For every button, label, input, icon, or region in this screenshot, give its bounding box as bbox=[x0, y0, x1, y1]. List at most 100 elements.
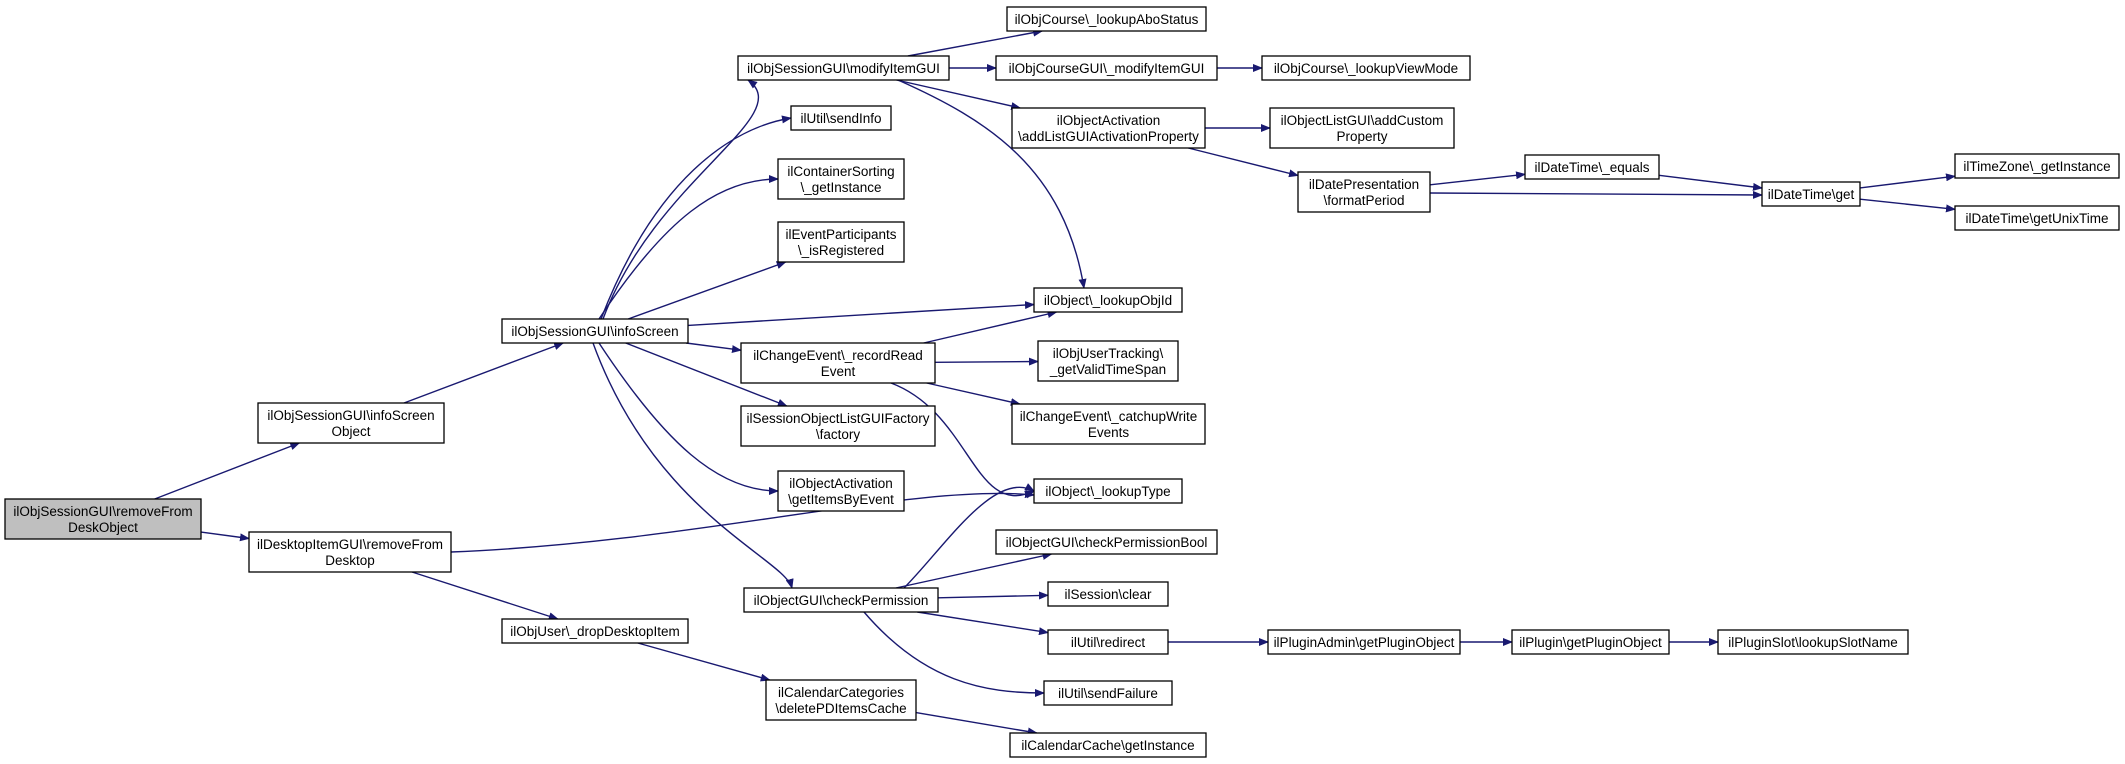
node-box bbox=[1269, 107, 1455, 149]
node-box bbox=[743, 587, 939, 613]
node-box bbox=[790, 105, 892, 131]
edge-arrow bbox=[625, 342, 788, 407]
graph-node[interactable]: ilObjectGUI\checkPermission bbox=[743, 587, 939, 613]
edge-n2-n20 bbox=[450, 490, 1035, 553]
graph-node[interactable]: ilObject\_lookupType bbox=[1033, 478, 1183, 504]
edge-arrow bbox=[154, 442, 301, 500]
graph-node[interactable]: ilSession\clear bbox=[1047, 581, 1169, 607]
graph-node[interactable]: ilObjCourseGUI\_modifyItemGUI bbox=[995, 55, 1218, 81]
node-label: ilObject\_lookupObjId bbox=[1044, 293, 1172, 308]
node-label: ilPlugin\getPluginObject bbox=[1519, 635, 1662, 650]
node-label: ilObjSessionGUI\modifyItemGUI bbox=[747, 61, 940, 76]
node-label: ilDateTime\_equals bbox=[1534, 160, 1649, 175]
graph-node[interactable]: ilObjUserTracking\_getValidTimeSpan bbox=[1037, 340, 1179, 382]
edge-arrow bbox=[934, 357, 1039, 366]
node-box bbox=[1954, 153, 2120, 179]
node-label: ilCalendarCategories bbox=[778, 685, 904, 700]
edge-arrow bbox=[411, 571, 559, 621]
node-box bbox=[501, 618, 689, 644]
edge-n12-n20 bbox=[903, 483, 1035, 589]
graph-node[interactable]: ilUtil\sendInfo bbox=[790, 105, 892, 131]
edge-arrow bbox=[890, 382, 1035, 499]
node-box bbox=[1267, 629, 1461, 655]
graph-node[interactable]: ilDateTime\getUnixTime bbox=[1954, 205, 2120, 231]
node-box bbox=[765, 679, 917, 721]
edge-arrow bbox=[926, 382, 1021, 406]
edges-layer bbox=[154, 28, 1956, 736]
node-box bbox=[1717, 629, 1909, 655]
edge-n16-n28 bbox=[1188, 147, 1299, 178]
graph-node[interactable]: ilPluginAdmin\getPluginObject bbox=[1267, 629, 1461, 655]
node-label: ilObjUser\_dropDesktopItem bbox=[510, 624, 680, 639]
node-box bbox=[1954, 205, 2120, 231]
graph-node[interactable]: ilPlugin\getPluginObject bbox=[1511, 629, 1670, 655]
node-box bbox=[4, 498, 202, 540]
node-box bbox=[1043, 680, 1173, 706]
edge-n28-n31 bbox=[1429, 190, 1763, 199]
node-label: ilPluginAdmin\getPluginObject bbox=[1274, 635, 1455, 650]
graph-node[interactable]: ilTimeZone\_getInstance bbox=[1954, 153, 2120, 179]
edge-arrow bbox=[686, 342, 742, 353]
graph-node[interactable]: ilObject\_lookupObjId bbox=[1033, 287, 1183, 313]
edge-arrow bbox=[598, 175, 779, 320]
node-box bbox=[740, 405, 936, 447]
graph-node[interactable]: ilUtil\sendFailure bbox=[1043, 680, 1173, 706]
graph-node[interactable]: ilUtil\redirect bbox=[1047, 629, 1169, 655]
node-box bbox=[1047, 629, 1169, 655]
node-label: Events bbox=[1088, 425, 1130, 440]
graph-node[interactable]: ilCalendarCache\getInstance bbox=[1009, 732, 1207, 758]
node-label: \getItemsByEvent bbox=[788, 492, 894, 507]
node-label: ilObjCourse\_lookupAboStatus bbox=[1015, 12, 1199, 27]
edge-n2-n4 bbox=[411, 571, 559, 621]
node-label: ilPluginSlot\lookupSlotName bbox=[1728, 635, 1898, 650]
node-box bbox=[777, 221, 905, 263]
graph-node[interactable]: ilEventParticipants\_isRegistered bbox=[777, 221, 905, 263]
edge-n4-n13 bbox=[637, 642, 771, 682]
graph-node[interactable]: ilObjCourse\_lookupViewMode bbox=[1261, 55, 1471, 81]
node-box bbox=[1011, 107, 1206, 149]
graph-node[interactable]: ilObjectActivation\getItemsByEvent bbox=[777, 470, 905, 512]
node-label: ilDateTime\get bbox=[1768, 187, 1855, 202]
node-label: ilObjSessionGUI\removeFrom bbox=[13, 504, 192, 519]
edge-arrow bbox=[903, 483, 1035, 589]
graph-node[interactable]: ilDateTime\_equals bbox=[1524, 154, 1660, 180]
edge-n31-n34 bbox=[1859, 198, 1956, 213]
edge-n3-n6 bbox=[600, 115, 792, 320]
node-label: Desktop bbox=[325, 553, 375, 568]
node-label: ilObjCourse\_lookupViewMode bbox=[1274, 61, 1458, 76]
edge-arrow bbox=[1859, 173, 1956, 189]
graph-node[interactable]: ilCalendarCategories\deletePDItemsCache bbox=[765, 679, 917, 721]
graph-node[interactable]: ilDateTime\get bbox=[1761, 181, 1861, 207]
graph-node[interactable]: ilObjectGUI\checkPermissionBool bbox=[995, 529, 1218, 555]
node-box bbox=[1006, 6, 1207, 32]
graph-node[interactable]: ilObjCourse\_lookupAboStatus bbox=[1006, 6, 1207, 32]
edge-arrow bbox=[637, 642, 771, 682]
edge-arrow bbox=[1188, 147, 1299, 178]
node-box bbox=[501, 318, 689, 344]
node-label: ilContainerSorting bbox=[787, 164, 894, 179]
node-label: ilDatePresentation bbox=[1309, 177, 1419, 192]
node-box bbox=[995, 529, 1218, 555]
graph-node[interactable]: ilObjSessionGUI\infoScreen bbox=[501, 318, 689, 344]
graph-node[interactable]: ilDatePresentation\formatPeriod bbox=[1297, 171, 1431, 213]
node-label: ilUtil\redirect bbox=[1071, 635, 1146, 650]
graph-node[interactable]: ilPluginSlot\lookupSlotName bbox=[1717, 629, 1909, 655]
node-label: ilDateTime\getUnixTime bbox=[1965, 211, 2108, 226]
graph-node[interactable]: ilObjSessionGUI\modifyItemGUI bbox=[737, 55, 950, 81]
graph-node[interactable]: ilObjectActivation\addListGUIActivationP… bbox=[1011, 107, 1206, 149]
graph-node[interactable]: ilObjUser\_dropDesktopItem bbox=[501, 618, 689, 644]
edge-arrow bbox=[627, 261, 787, 320]
node-box bbox=[257, 402, 445, 444]
graph-node[interactable]: ilContainerSorting\_getInstance bbox=[777, 158, 905, 200]
node-label: ilEventParticipants bbox=[785, 227, 896, 242]
edge-n0-n1 bbox=[154, 442, 301, 500]
node-label: ilObjectListGUI\addCustom bbox=[1281, 113, 1444, 128]
graph-node[interactable]: ilSessionObjectListGUIFactory\factory bbox=[740, 405, 936, 447]
